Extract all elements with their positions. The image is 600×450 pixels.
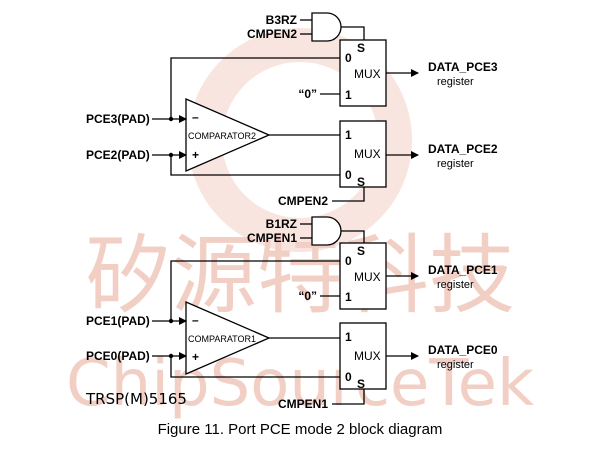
watermark: 矽源特科技 ChipSourceTek (66, 28, 534, 421)
const-zero-lower: “0” (298, 289, 317, 303)
out-data-pce3: DATA_PCE3 (428, 60, 498, 74)
svg-text:–: – (192, 110, 199, 124)
mux-lower-top (339, 242, 387, 310)
svg-text:register: register (437, 76, 474, 88)
svg-text:S: S (357, 41, 365, 55)
out-data-pce1: DATA_PCE1 (428, 263, 498, 277)
svg-text:1: 1 (345, 128, 352, 142)
pad-pce2: PCE2(PAD) (86, 148, 150, 162)
select-cmpen2: CMPEN2 (278, 194, 328, 208)
pad-pce3: PCE3(PAD) (86, 112, 150, 126)
svg-text:MUX: MUX (354, 270, 381, 284)
svg-text:S: S (357, 244, 365, 258)
and-input-cmpen1: CMPEN1 (247, 231, 297, 245)
const-zero-upper: “0” (298, 87, 317, 101)
svg-text:1: 1 (345, 88, 352, 102)
mux-lower-bottom (339, 322, 387, 390)
out-data-pce0: DATA_PCE0 (428, 343, 498, 357)
svg-text:register: register (437, 359, 474, 371)
svg-text:1: 1 (345, 330, 352, 344)
svg-text:COMPARATOR2: COMPARATOR2 (188, 131, 256, 141)
and-gate-upper (311, 12, 342, 42)
svg-text:–: – (192, 313, 199, 327)
pad-pce0: PCE0(PAD) (86, 349, 150, 363)
svg-text:0: 0 (345, 370, 352, 384)
svg-text:S: S (357, 377, 365, 391)
and-input-b1rz: B1RZ (266, 217, 297, 231)
svg-text:+: + (192, 148, 199, 162)
mux-upper-bottom (339, 120, 387, 188)
comparator-1 (185, 301, 271, 375)
mux-upper-top (339, 39, 387, 107)
pad-pce1: PCE1(PAD) (86, 314, 150, 328)
and-gate-lower (311, 216, 342, 246)
upper-block: B3RZ CMPEN2 S 0 MUX 1 “0” DATA_PCE3 regi… (86, 12, 498, 208)
watermark-chinese: 矽源特科技 (85, 226, 515, 326)
svg-text:COMPARATOR1: COMPARATOR1 (188, 334, 256, 344)
figure-caption: Figure 11. Port PCE mode 2 block diagram (158, 421, 443, 438)
watermark-latin: ChipSourceTek (66, 347, 534, 421)
svg-text:1: 1 (345, 290, 352, 304)
svg-text:MUX: MUX (354, 67, 381, 81)
select-cmpen1: CMPEN1 (278, 397, 328, 411)
svg-text:MUX: MUX (354, 349, 381, 363)
comparator-2 (185, 98, 271, 172)
model-label: TRSP(M)5165 (85, 390, 187, 408)
out-data-pce2: DATA_PCE2 (428, 142, 498, 156)
svg-text:0: 0 (345, 51, 352, 65)
and-input-b3rz: B3RZ (266, 13, 297, 27)
svg-text:MUX: MUX (354, 147, 381, 161)
svg-text:register: register (437, 279, 474, 291)
lower-block: B1RZ CMPEN1 S 0 MUX 1 “0” DATA_PCE1 regi… (86, 216, 498, 411)
svg-text:S: S (357, 175, 365, 189)
svg-text:register: register (437, 158, 474, 170)
svg-text:0: 0 (345, 168, 352, 182)
svg-text:+: + (192, 350, 199, 364)
and-input-cmpen2: CMPEN2 (247, 27, 297, 41)
svg-text:0: 0 (345, 254, 352, 268)
